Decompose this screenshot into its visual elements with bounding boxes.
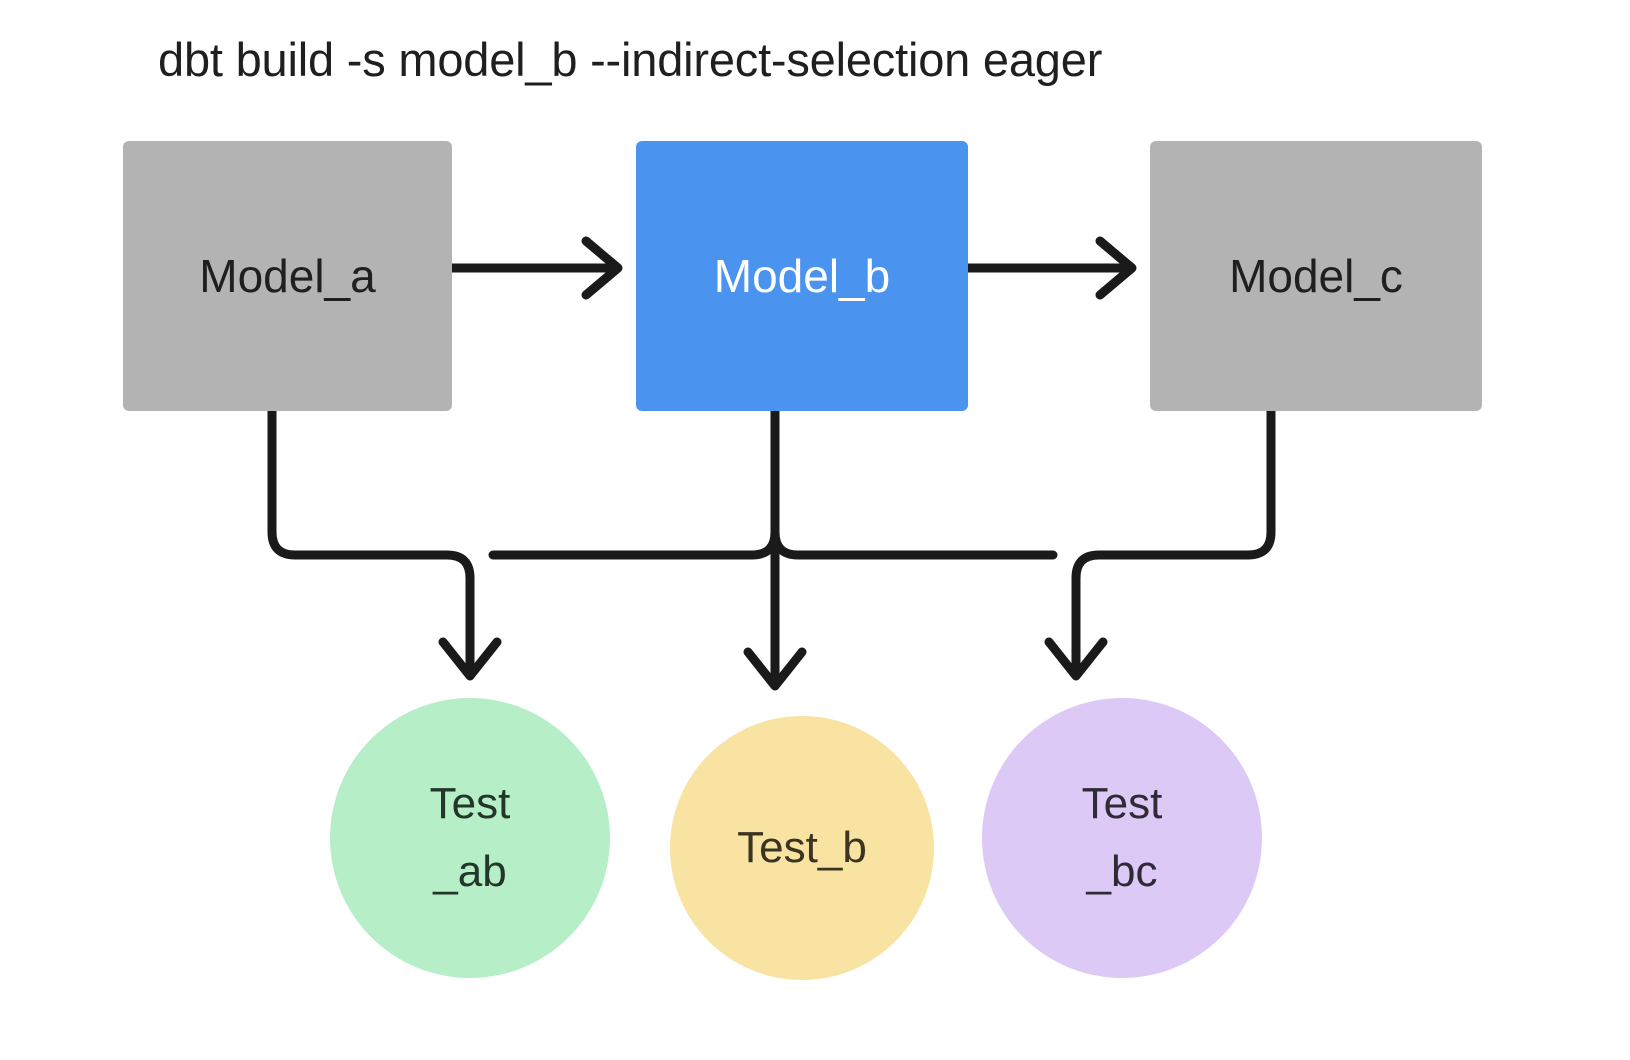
test-node-label-line2: _bc xyxy=(1086,847,1158,896)
edge-model-c-to-test-bc-arrowhead xyxy=(1044,637,1108,681)
model-node-label: Model_a xyxy=(199,249,376,302)
test-node-test-ab[interactable]: Test _ab xyxy=(330,698,610,978)
diagram-title: dbt build -s model_b --indirect-selectio… xyxy=(158,33,1103,86)
model-node-model-b[interactable]: Model_b xyxy=(636,141,968,411)
model-node-label: Model_c xyxy=(1229,249,1403,302)
edge-model-a-to-test-ab-arrowhead xyxy=(438,637,502,681)
test-node-label-line1: Test xyxy=(1081,778,1163,828)
edge-model-c-to-test-bc-line xyxy=(1071,406,1276,673)
test-node-test-bc[interactable]: Test _bc xyxy=(982,698,1262,978)
test-node-label-line1: Test xyxy=(429,778,511,828)
model-node-label: Model_b xyxy=(713,249,891,302)
edge-model-b-to-test-ab-line xyxy=(488,406,780,560)
model-node-model-c[interactable]: Model_c xyxy=(1150,141,1482,411)
test-node-test-b[interactable]: Test_b xyxy=(670,716,934,980)
test-node-label-line2: _ab xyxy=(433,847,507,896)
model-node-model-a[interactable]: Model_a xyxy=(123,141,452,411)
test-node-label-line1: Test_b xyxy=(737,822,867,872)
edge-model-b-to-test-bc-line xyxy=(770,406,1058,560)
edge-model-a-to-test-ab-line xyxy=(267,406,475,673)
edge-model-b-to-model-c-arrowhead xyxy=(1095,236,1137,300)
edge-model-a-to-model-b-arrowhead xyxy=(581,236,623,300)
edge-model-b-to-test-b-arrowhead xyxy=(743,647,807,691)
